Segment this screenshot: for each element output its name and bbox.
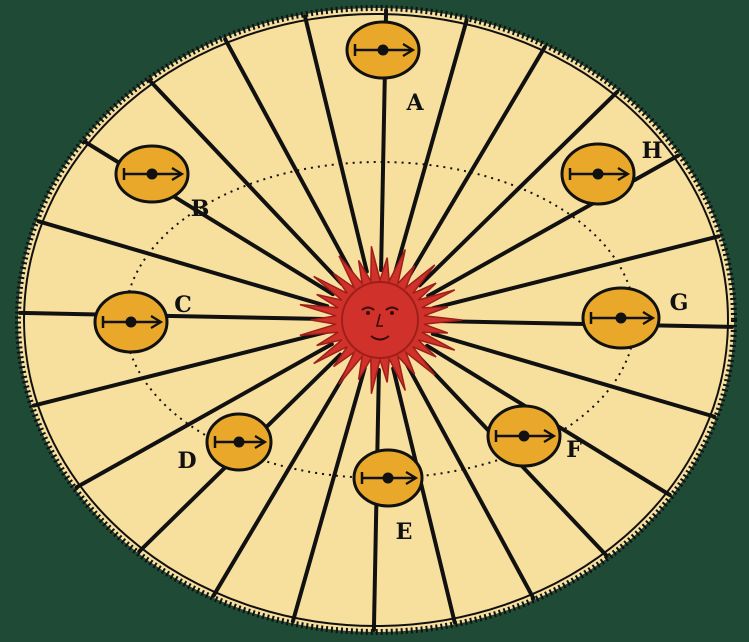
body-center-dot — [519, 431, 530, 442]
body-center-dot — [234, 437, 245, 448]
body-center-dot — [147, 169, 158, 180]
body-center-dot — [378, 45, 389, 56]
body-label: B — [191, 196, 210, 222]
body-label: H — [642, 138, 663, 164]
sun-left-pupil — [366, 311, 370, 315]
body-label: G — [670, 290, 689, 316]
body-center-dot — [126, 317, 137, 328]
body-center-dot — [383, 473, 394, 484]
body-label: E — [396, 519, 413, 545]
sun-right-pupil — [390, 311, 394, 315]
body-label: D — [177, 448, 196, 474]
sun-face — [342, 282, 418, 358]
body-label: A — [405, 90, 424, 116]
body-center-dot — [593, 169, 604, 180]
body-center-dot — [616, 313, 627, 324]
body-label: C — [174, 292, 192, 318]
body-label: F — [566, 437, 582, 463]
